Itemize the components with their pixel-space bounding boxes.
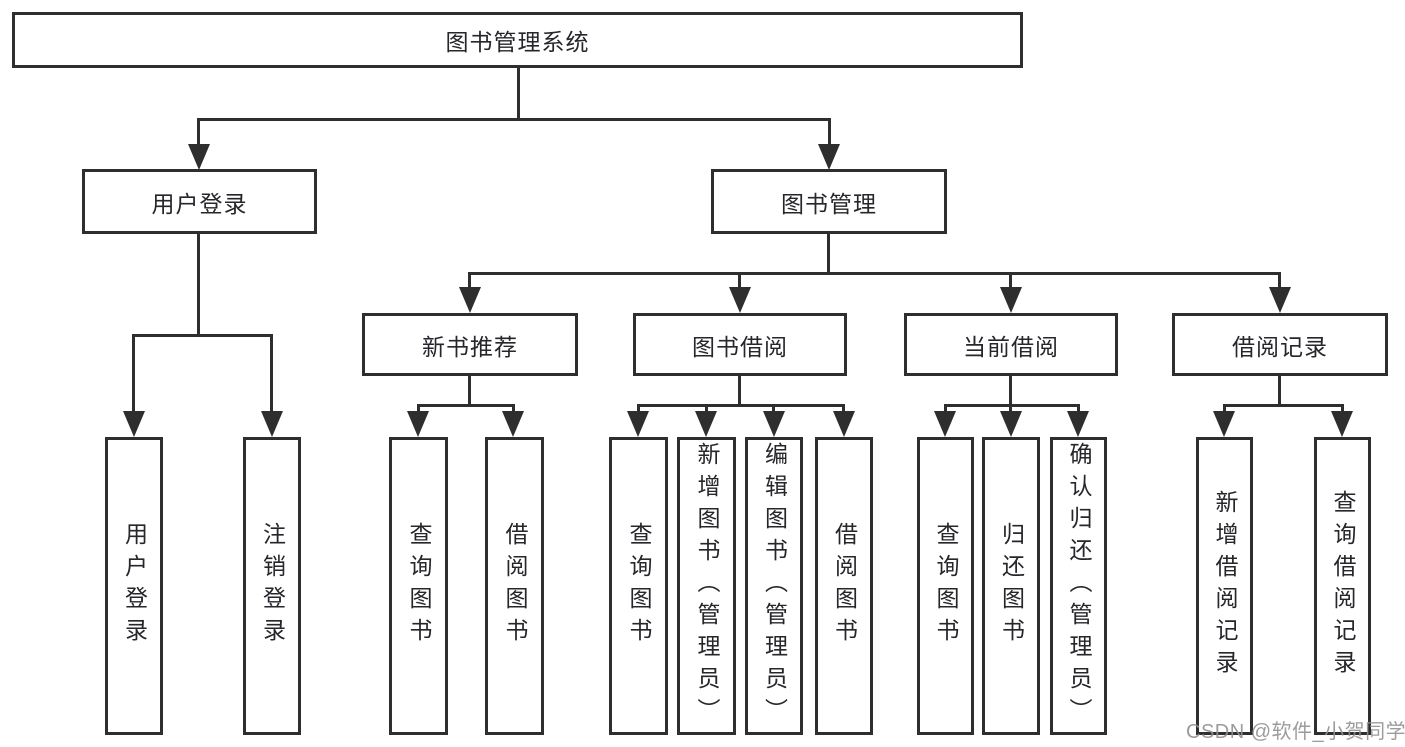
connector-hline xyxy=(1223,404,1344,407)
leaf-borrow-borrow-books: 借阅图书 xyxy=(815,437,873,735)
connector-hline xyxy=(637,404,845,407)
arrow-down-icon xyxy=(1000,411,1022,437)
leaf-current-confirm-return-admin-label: 确认归还（管理员） xyxy=(1066,442,1092,730)
leaf-recommend-query-books-label: 查询图书 xyxy=(406,522,432,650)
connector-stem xyxy=(772,404,775,414)
connector-hline xyxy=(944,404,1080,407)
arrow-down-icon xyxy=(1331,411,1353,437)
arrow-down-icon xyxy=(833,411,855,437)
arrow-down-icon xyxy=(459,287,481,313)
connector-stem xyxy=(705,404,708,414)
leaf-borrow-add-books-admin: 新增图书（管理员） xyxy=(677,437,736,735)
leaf-borrow-edit-books-admin-label: 编辑图书（管理员） xyxy=(761,442,788,730)
leaf-logout-login: 注销登录 xyxy=(243,437,301,735)
connector-vline xyxy=(738,374,741,407)
arrow-down-icon xyxy=(188,144,210,170)
node-book-borrowing: 图书借阅 xyxy=(633,313,847,376)
node-borrowing-records: 借阅记录 xyxy=(1172,313,1388,376)
connector-stem xyxy=(1009,404,1012,414)
connector-stem xyxy=(1278,272,1281,290)
connector-stem xyxy=(944,404,947,414)
leaf-user-login-label: 用户登录 xyxy=(121,522,148,650)
arrow-down-icon xyxy=(934,411,956,437)
leaf-current-query-books: 查询图书 xyxy=(917,437,974,735)
arrow-down-icon xyxy=(729,287,751,313)
arrow-down-icon xyxy=(1000,287,1022,313)
node-book-borrowing-label: 图书借阅 xyxy=(692,333,788,360)
arrow-down-icon xyxy=(1067,411,1089,437)
connector-stem xyxy=(512,404,515,414)
connector-stem xyxy=(828,118,831,145)
connector-stem xyxy=(1223,404,1226,414)
leaf-records-query-borrow-record-label: 查询借阅记录 xyxy=(1330,490,1356,682)
arrow-down-icon xyxy=(1213,411,1235,437)
leaf-records-query-borrow-record: 查询借阅记录 xyxy=(1314,437,1371,735)
connector-stem xyxy=(197,118,200,145)
arrow-down-icon xyxy=(407,411,429,437)
connector-stem xyxy=(1009,272,1012,290)
arrow-down-icon xyxy=(123,411,145,437)
node-current-borrowing-label: 当前借阅 xyxy=(963,333,1059,360)
node-book-management: 图书管理 xyxy=(711,169,947,234)
node-new-book-recommendation-label: 新书推荐 xyxy=(422,333,518,360)
leaf-current-return-books-label: 归还图书 xyxy=(998,522,1025,650)
leaf-borrow-borrow-books-label: 借阅图书 xyxy=(831,522,858,650)
connector-hline xyxy=(198,118,831,121)
arrow-down-icon xyxy=(1269,287,1291,313)
leaf-current-confirm-return-admin: 确认归还（管理员） xyxy=(1050,437,1107,735)
connector-vline xyxy=(1278,374,1281,407)
connector-vline xyxy=(197,232,200,337)
node-root-system-label: 图书管理系统 xyxy=(445,29,590,55)
connector-stem xyxy=(468,272,471,290)
arrow-down-icon xyxy=(818,144,840,170)
leaf-borrow-query-books: 查询图书 xyxy=(609,437,668,735)
node-current-borrowing: 当前借阅 xyxy=(904,313,1118,376)
leaf-recommend-borrow-books-label: 借阅图书 xyxy=(502,522,528,650)
leaf-records-add-borrow-record-label: 新增借阅记录 xyxy=(1212,490,1238,682)
leaf-borrow-add-books-admin-label: 新增图书（管理员） xyxy=(694,442,720,730)
connector-vline xyxy=(1009,374,1012,407)
leaf-records-add-borrow-record: 新增借阅记录 xyxy=(1196,437,1253,735)
leaf-current-return-books: 归还图书 xyxy=(982,437,1040,735)
connector-stem xyxy=(1341,404,1344,414)
csdn-watermark: CSDN @软件_小贺同学 xyxy=(1186,721,1405,743)
node-user-login: 用户登录 xyxy=(82,169,317,234)
connector-stem xyxy=(417,404,420,414)
leaf-current-query-books-label: 查询图书 xyxy=(933,522,959,650)
arrow-down-icon xyxy=(261,411,283,437)
leaf-logout-login-label: 注销登录 xyxy=(259,522,286,650)
node-user-login-label: 用户登录 xyxy=(151,190,248,217)
leaf-recommend-borrow-books: 借阅图书 xyxy=(485,437,544,735)
arrow-down-icon xyxy=(627,411,649,437)
connector-hline xyxy=(132,334,273,337)
connector-stem xyxy=(842,404,845,414)
leaf-user-login: 用户登录 xyxy=(105,437,163,735)
arrow-down-icon xyxy=(502,411,524,437)
connector-stem xyxy=(270,334,273,414)
connector-stem xyxy=(637,404,640,414)
leaf-borrow-edit-books-admin: 编辑图书（管理员） xyxy=(745,437,803,735)
connector-stem xyxy=(132,334,135,414)
arrow-down-icon xyxy=(763,411,785,437)
connector-hline xyxy=(469,272,1281,275)
connector-vline xyxy=(827,232,830,275)
node-new-book-recommendation: 新书推荐 xyxy=(362,313,578,376)
node-root-system: 图书管理系统 xyxy=(12,12,1023,68)
node-book-management-label: 图书管理 xyxy=(781,190,877,217)
leaf-recommend-query-books: 查询图书 xyxy=(389,437,448,735)
connector-hline xyxy=(417,404,515,407)
connector-vline xyxy=(468,374,471,407)
arrow-down-icon xyxy=(695,411,717,437)
leaf-borrow-query-books-label: 查询图书 xyxy=(626,522,652,650)
node-borrowing-records-label: 借阅记录 xyxy=(1232,333,1328,360)
connector-stem xyxy=(738,272,741,290)
connector-vline xyxy=(517,66,520,120)
connector-stem xyxy=(1077,404,1080,414)
